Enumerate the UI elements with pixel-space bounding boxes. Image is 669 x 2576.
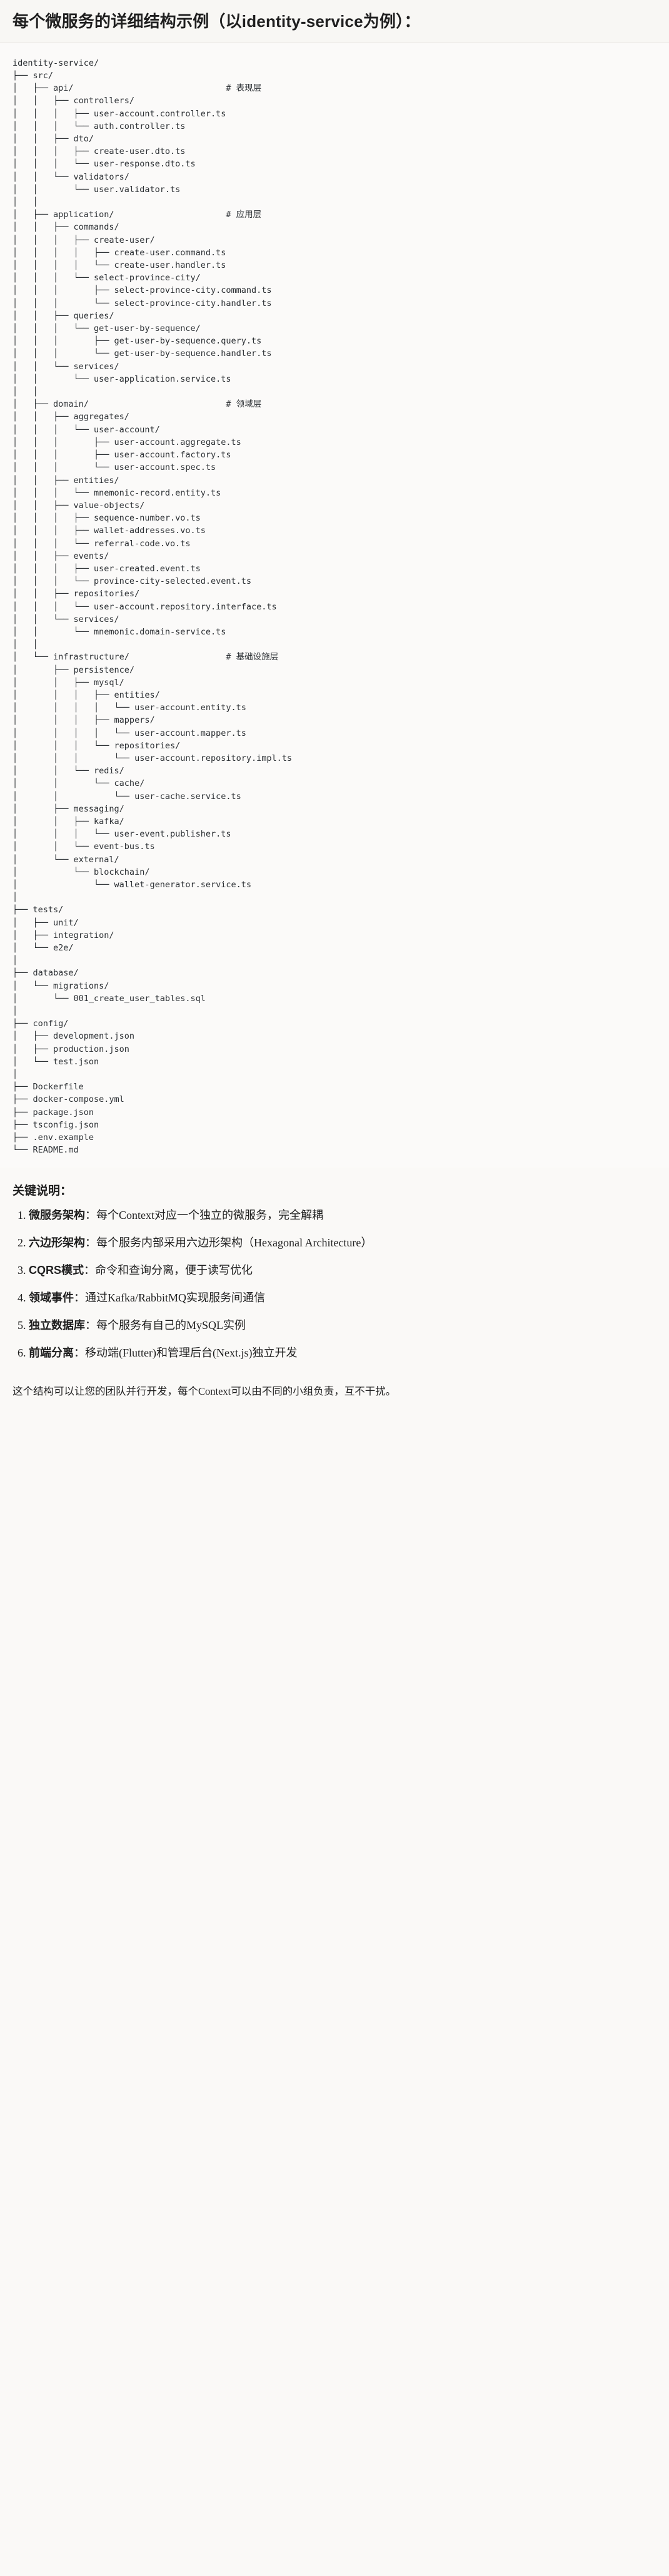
note-label: 六边形架构 [29, 1236, 85, 1250]
note-label: 微服务架构 [29, 1209, 85, 1222]
note-label: 独立数据库 [29, 1319, 85, 1332]
note-body: 每个服务有自己的MySQL实例 [96, 1319, 246, 1332]
note-body: 每个服务内部采用六边形架构（Hexagonal Architecture） [96, 1236, 373, 1250]
key-notes-heading: 关键说明： [13, 1184, 73, 1198]
note-body: 每个Context对应一个独立的微服务，完全解耦 [96, 1209, 323, 1222]
note-label: 领域事件 [29, 1291, 74, 1305]
note-label: 前端分离 [29, 1347, 74, 1360]
note-separator: ： [85, 1319, 96, 1332]
list-item: 领域事件：通过Kafka/RabbitMQ实现服务间通信 [29, 1290, 656, 1306]
note-body: 通过Kafka/RabbitMQ实现服务间通信 [85, 1291, 265, 1305]
closing-note: 这个结构可以让您的团队并行开发，每个Context可以由不同的小组负责，互不干扰… [0, 1378, 669, 1414]
note-separator: ： [85, 1209, 96, 1222]
note-separator: ： [84, 1264, 96, 1277]
document-page: 每个微服务的详细结构示例（以identity-service为例）： ident… [0, 0, 669, 1414]
note-separator: ： [85, 1236, 96, 1250]
note-body: 命令和查询分离，便于读写优化 [95, 1264, 253, 1277]
list-item: 六边形架构：每个服务内部采用六边形架构（Hexagonal Architectu… [29, 1235, 656, 1251]
page-title: 每个微服务的详细结构示例（以identity-service为例）： [13, 12, 421, 31]
page-header: 每个微服务的详细结构示例（以identity-service为例）： [0, 0, 669, 43]
key-notes-list: 微服务架构：每个Context对应一个独立的微服务，完全解耦 六边形架构：每个服… [13, 1207, 656, 1362]
note-separator: ： [74, 1291, 85, 1305]
list-item: 微服务架构：每个Context对应一个独立的微服务，完全解耦 [29, 1207, 656, 1224]
directory-tree-block: identity-service/ ├── src/ │ ├── api/ # … [0, 43, 669, 1168]
note-body: 移动端(Flutter)和管理后台(Next.js)独立开发 [85, 1347, 298, 1360]
directory-tree: identity-service/ ├── src/ │ ├── api/ # … [13, 58, 293, 1156]
note-label: CQRS模式 [29, 1264, 84, 1277]
note-separator: ： [74, 1347, 85, 1360]
list-item: CQRS模式：命令和查询分离，便于读写优化 [29, 1262, 656, 1279]
list-item: 前端分离：移动端(Flutter)和管理后台(Next.js)独立开发 [29, 1345, 656, 1362]
list-item: 独立数据库：每个服务有自己的MySQL实例 [29, 1317, 656, 1334]
key-notes-section: 关键说明： 微服务架构：每个Context对应一个独立的微服务，完全解耦 六边形… [0, 1168, 669, 1379]
